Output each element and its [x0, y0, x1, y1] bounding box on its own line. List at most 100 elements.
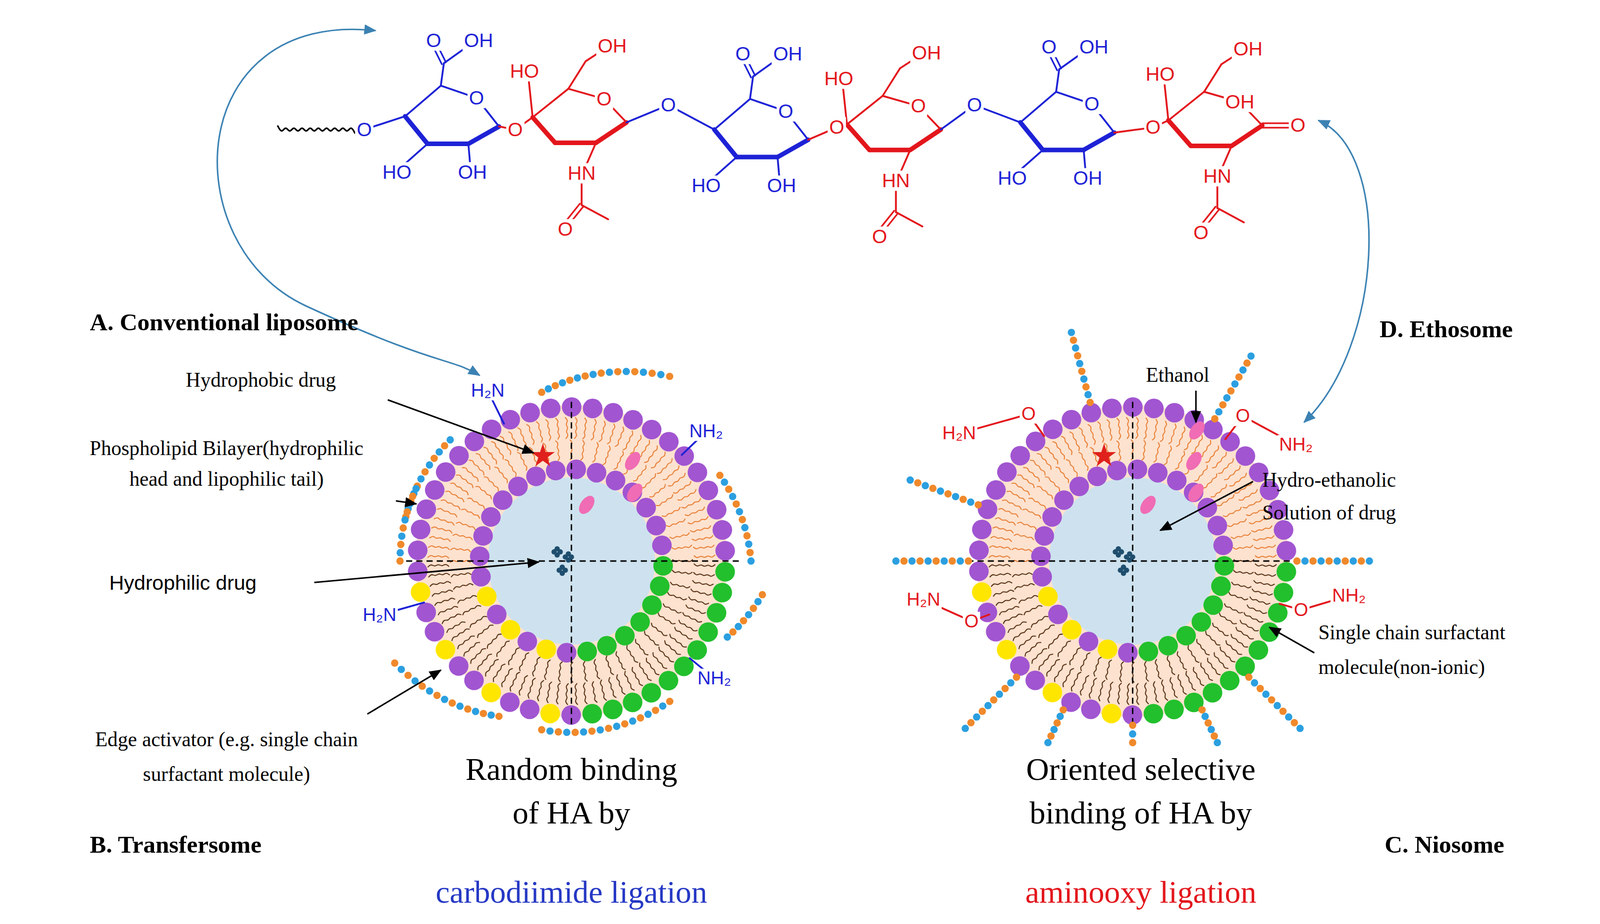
lipid-tail [1214, 652, 1228, 669]
lipid-head [480, 507, 501, 528]
hyaluronan-unit [978, 707, 987, 716]
chemical-bond [1164, 81, 1169, 121]
lipid-tail [1126, 417, 1130, 439]
ring-bold-bond [847, 124, 870, 150]
lipid-tail [453, 584, 474, 590]
annotation: Single chain surfactant molecule(non-ion… [1318, 615, 1589, 685]
lipid-head [1101, 703, 1122, 724]
lipid-head [1220, 671, 1240, 692]
hyaluronan-unit [738, 516, 747, 524]
lipid-tail [1071, 672, 1082, 692]
leader-arrow [387, 400, 534, 454]
lipid-tail [582, 418, 587, 440]
ring-bold-bond [909, 129, 941, 151]
hyaluronan-unit [732, 500, 741, 508]
lipid-head [1276, 562, 1297, 583]
lipid-tail [485, 659, 499, 677]
lipid-tail [450, 548, 471, 553]
hyaluronan-unit [1013, 673, 1021, 682]
hyaluronan-unit [1077, 367, 1086, 375]
lipid-tail [616, 674, 626, 695]
hyaluronan-unit [936, 487, 945, 495]
atom-label: O [659, 95, 678, 116]
hyaluronan-unit [956, 557, 964, 566]
ethanol-molecule [623, 480, 646, 505]
hyaluronan-unit [913, 479, 922, 487]
lipid-tail [607, 423, 615, 444]
lipid-tail [1175, 426, 1185, 447]
lipid-head [1143, 703, 1164, 724]
lipid-tail [1253, 535, 1275, 541]
lipid-tail [1017, 522, 1037, 531]
aminooxy-group: NH₂ [1277, 435, 1315, 455]
hyaluronan-unit [1201, 712, 1209, 721]
lipid-tail [517, 452, 527, 472]
lipid-head [1158, 636, 1178, 656]
amine-group: NH₂ [688, 422, 725, 442]
atom-label: HO [690, 175, 723, 196]
lipid-tail [991, 581, 1013, 587]
atom-label: OH [462, 30, 495, 52]
hyaluronan-unit [409, 492, 417, 501]
lipid-tail [1205, 445, 1219, 463]
atom-label: O [733, 44, 752, 65]
atom-label: O [424, 30, 443, 52]
lipid-tail [1098, 680, 1106, 702]
lipid-head [1054, 490, 1074, 511]
lipid-head [520, 403, 540, 424]
lipid-tail [1160, 421, 1167, 442]
hyaluronan-unit [745, 611, 753, 619]
hydrophobic-drug-star [531, 443, 555, 467]
hyaluronan-unit [1128, 730, 1137, 739]
lipid-head [449, 446, 470, 467]
lipid-tail [598, 421, 606, 442]
section-heading: D. Ethosome [1379, 315, 1513, 344]
lipid-tail [470, 616, 488, 629]
atom-label: O [870, 226, 889, 247]
lipid-head [1032, 567, 1053, 587]
lipid-head [499, 692, 520, 713]
lipid-tail [1200, 662, 1213, 681]
lipid-tail [529, 447, 537, 467]
lipid-tail [1093, 657, 1102, 677]
ethanol-molecule [621, 449, 644, 474]
lipid-tail [558, 661, 563, 683]
hydrophilic-drug-particle [551, 549, 557, 555]
lipid-head [674, 446, 694, 467]
hyaluronan-unit [1198, 706, 1206, 714]
lipid-tail [545, 419, 551, 441]
lipid-tail [1230, 532, 1251, 539]
lipid-tail [655, 494, 674, 506]
hyaluronan-unit [1056, 712, 1065, 721]
hyaluronan-unit [1069, 336, 1078, 345]
hyaluronan-unit [944, 490, 952, 498]
chemical-bond [528, 78, 533, 118]
hyaluronan-unit [921, 481, 930, 490]
ring-bold-bond [777, 139, 809, 158]
lipid-tail [639, 662, 652, 681]
lipid-tail [1011, 548, 1032, 553]
lipid-tail [494, 467, 508, 483]
lipid-head [1138, 641, 1159, 662]
lipid-tail [431, 590, 453, 597]
lipid-tail [674, 627, 693, 640]
lipid-head [1080, 699, 1101, 720]
hyaluronan-unit [1333, 557, 1341, 566]
lipid-head [1197, 497, 1218, 518]
lipid-tail [662, 465, 680, 480]
lipid-tail [1185, 671, 1196, 691]
ring-bold-bond [736, 155, 778, 160]
aminooxy-group: H₂N [905, 590, 942, 610]
lipid-tail [995, 598, 1016, 606]
annotation: Edge activator (e.g. single chain surfac… [88, 722, 365, 792]
hyaluronan-unit [401, 516, 409, 524]
hyaluronan-unit [403, 508, 412, 516]
lipid-tail [546, 682, 553, 704]
lipid-tail [1126, 683, 1130, 705]
lipid-tail [1045, 477, 1060, 492]
ring-bold-bond [1083, 132, 1115, 151]
lipid-tail [678, 620, 698, 632]
hyaluronan-unit [1245, 673, 1253, 682]
lipid-head [1087, 466, 1108, 487]
hyaluronan-unit [900, 557, 908, 566]
